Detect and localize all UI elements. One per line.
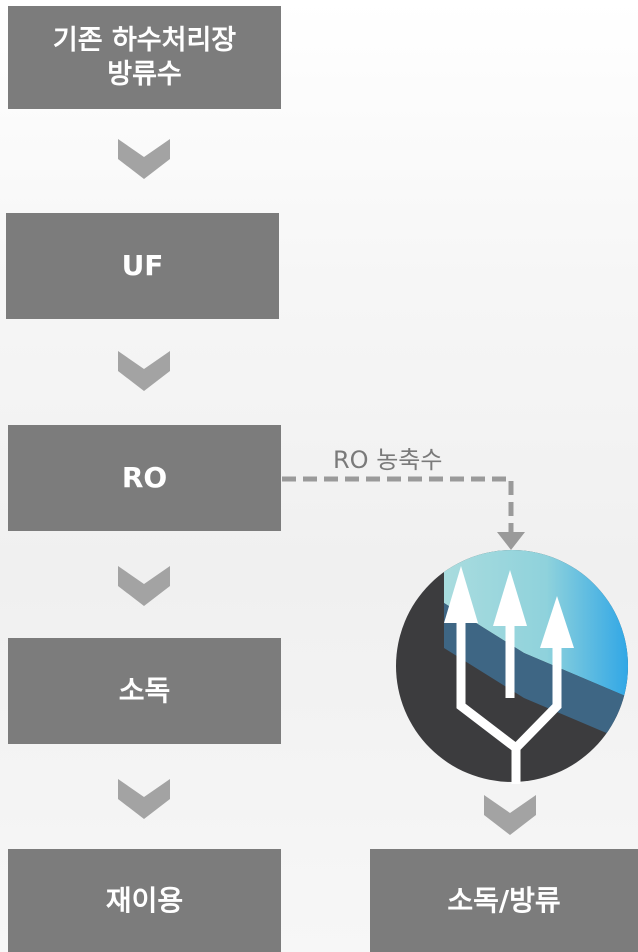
step-discharge: 소독/방류 — [370, 849, 638, 952]
step-reuse: 재이용 — [8, 849, 281, 952]
step-source-line1: 기존 하수처리장 — [52, 24, 237, 56]
step-ro-label: RO — [121, 461, 168, 494]
step-disinfection-label: 소독 — [118, 674, 171, 707]
step-ro: RO — [8, 425, 281, 531]
chevron-down-icon — [118, 566, 170, 606]
step-discharge-label: 소독/방류 — [447, 883, 561, 917]
step-reuse-label: 재이용 — [105, 883, 184, 917]
step-source-water: 기존 하수처리장 방류수 — [8, 6, 281, 109]
chevron-down-icon — [484, 795, 536, 835]
step-uf: UF — [6, 213, 279, 319]
trident-icon — [396, 550, 628, 784]
step-source-line2: 방류수 — [107, 58, 182, 90]
chevron-down-icon — [118, 139, 170, 179]
step-disinfection: 소독 — [8, 638, 281, 744]
ro-concentrate-label: RO 농축수 — [333, 446, 443, 474]
chevron-down-icon — [118, 351, 170, 391]
step-uf-label: UF — [121, 249, 164, 282]
chevron-down-icon — [118, 779, 170, 819]
